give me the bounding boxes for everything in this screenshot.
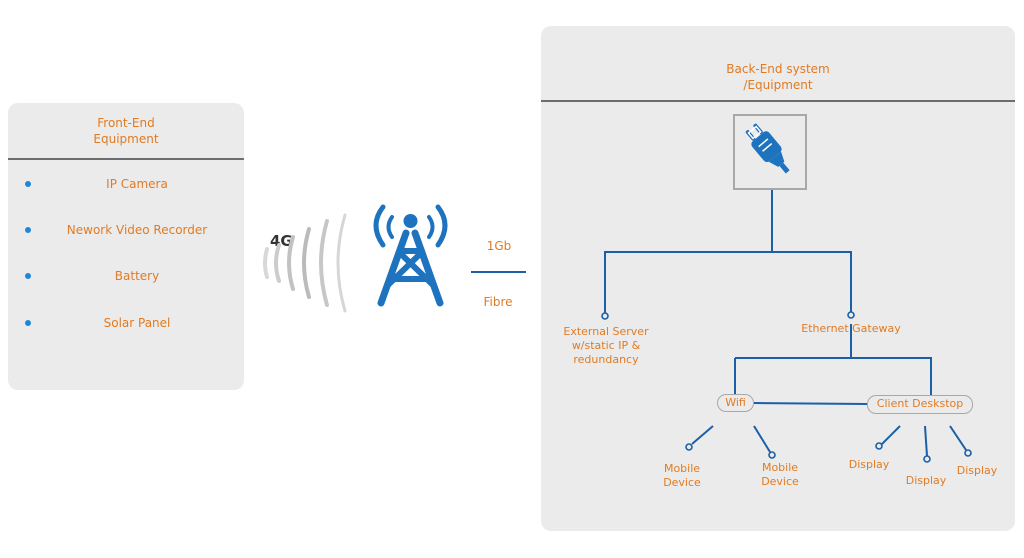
node-icon [847,311,855,319]
mobile-device-label: Mobile Device [663,462,701,489]
front-end-item: Nework Video Recorder [8,221,244,239]
front-end-item-label: Nework Video Recorder [66,223,208,237]
front-end-title: Front-End Equipment [93,116,159,146]
wireless-signal-graphic [263,204,448,313]
node-icon [964,449,972,457]
mobile-device-label: Mobile Device [761,461,799,488]
bullet-icon [25,227,31,233]
display-label: Display [848,458,890,471]
front-end-item-label: IP Camera [106,177,168,191]
signal-waves-icon [263,213,347,313]
node-icon [768,451,776,459]
front-end-divider [8,158,244,160]
front-end-item: IP Camera [8,175,244,193]
node-icon [923,455,931,463]
back-end-panel: Back-End system /Equipment [541,26,1015,531]
bullet-icon [25,320,31,326]
front-end-panel: Front-End Equipment IP Camera Nework Vid… [8,103,244,390]
node-icon [601,312,609,320]
node-icon [685,443,693,451]
display-label: Display [905,474,947,487]
display-label: Display [956,464,998,477]
link-speed-label: 1Gb [486,239,512,253]
node-icon [875,442,883,450]
plug-connector-icon [745,123,790,174]
bullet-icon [25,273,31,279]
front-end-item-label: Solar Panel [103,316,171,330]
back-end-divider [541,100,1015,102]
wifi-node: Wifi [717,394,754,412]
front-end-item: Battery [8,267,244,285]
link-medium-label: Fibre [483,295,513,309]
fibre-link-line [471,271,526,273]
bullet-icon [25,181,31,187]
cell-tower-icon [373,204,448,307]
ethernet-gateway-label: Ethernet Gateway [801,322,901,335]
front-end-item: Solar Panel [8,314,244,332]
external-server-label: External Server w/static IP & redundancy [563,325,649,366]
wireless-4g-label: 4G [270,232,293,250]
client-desktop-node: Client Deskstop [867,395,973,414]
connector-box [733,114,807,190]
network-tree-lines [601,190,972,463]
front-end-item-label: Battery [114,269,160,283]
back-end-title: Back-End system /Equipment [726,62,830,92]
